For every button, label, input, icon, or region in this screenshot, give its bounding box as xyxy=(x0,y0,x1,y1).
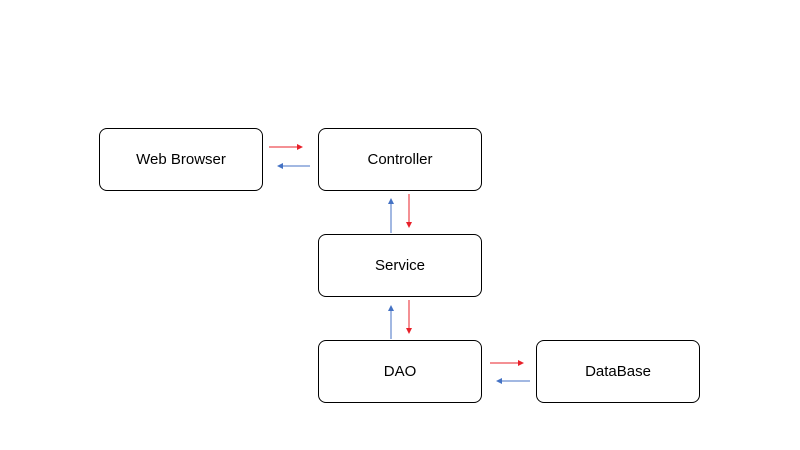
web-browser-label: Web Browser xyxy=(136,151,226,168)
database-node: DataBase xyxy=(536,340,700,403)
controller-label: Controller xyxy=(367,151,433,168)
controller-node: Controller xyxy=(318,128,482,191)
dao-node: DAO xyxy=(318,340,482,403)
database-label: DataBase xyxy=(585,363,651,380)
web-browser-node: Web Browser xyxy=(99,128,263,191)
service-node: Service xyxy=(318,234,482,297)
dao-label: DAO xyxy=(383,363,417,380)
service-label: Service xyxy=(374,257,426,274)
